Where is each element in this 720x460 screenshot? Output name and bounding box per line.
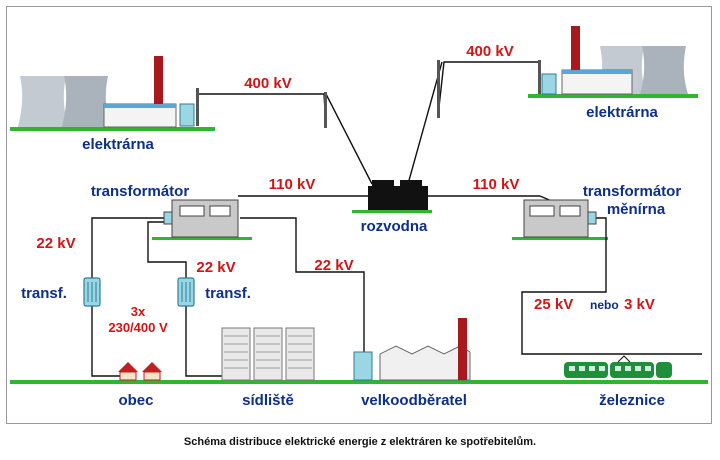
transformer-panel — [209, 205, 231, 217]
ground-transformer-right — [512, 237, 608, 240]
label-consumer: velkoodběratel — [361, 392, 467, 409]
plant-roof — [104, 104, 176, 108]
line-pole — [538, 60, 541, 94]
transformer-panel — [179, 205, 205, 217]
chimney — [571, 26, 580, 70]
voltage-rail-25: 25 kV — [534, 296, 573, 313]
line-village — [91, 306, 128, 377]
chimney — [458, 318, 467, 380]
line-22-left-top — [91, 217, 164, 278]
label-rail-or: nebo — [590, 298, 619, 312]
ground-plant-left — [10, 127, 215, 131]
plant-transformer — [541, 73, 557, 95]
line-400-right-drop — [407, 61, 443, 185]
pylon-right — [437, 60, 440, 118]
voltage-400-right: 400 kV — [466, 43, 514, 60]
transformer-panel — [559, 205, 581, 217]
transformer-right — [523, 199, 597, 238]
substation-unit — [372, 180, 394, 188]
cooling-tower — [62, 76, 110, 127]
transformer-left — [163, 199, 239, 238]
voltage-household-1: 3x — [131, 304, 146, 319]
label-transf-mid: transf. — [205, 285, 251, 302]
label-converter: měnírna — [607, 201, 666, 218]
label-plant-right: elektrárna — [586, 104, 658, 121]
small-transformer-mid — [177, 277, 195, 307]
line-housing — [185, 306, 222, 377]
label-village: obec — [118, 392, 153, 409]
cooling-tower — [18, 76, 68, 127]
voltage-22-left: 22 kV — [36, 235, 75, 252]
line-railway — [521, 217, 702, 355]
housing-estate — [221, 327, 315, 381]
voltage-rail-3: 3 kV — [624, 296, 655, 313]
line-400-right — [437, 61, 540, 117]
ground-bottom — [10, 380, 708, 384]
diagram-caption: Schéma distribuce elektrické energie z e… — [183, 436, 537, 448]
train — [564, 355, 672, 378]
cooling-tower — [640, 46, 688, 94]
voltage-110-right: 110 kV — [473, 176, 520, 193]
label-plant-left: elektrárna — [82, 136, 154, 153]
chimney — [154, 56, 163, 104]
substation-unit — [400, 180, 422, 188]
ground-substation — [352, 210, 432, 213]
power-plant-left — [18, 56, 199, 128]
voltage-22-consumer: 22 kV — [314, 257, 353, 274]
line-22-mid-top — [147, 221, 187, 280]
line-pole — [196, 88, 199, 126]
factory — [353, 318, 471, 381]
village-houses — [118, 362, 162, 381]
label-transf-left: transf. — [21, 285, 67, 302]
voltage-22-mid: 22 kV — [196, 259, 235, 276]
voltage-400-left: 400 kV — [244, 75, 292, 92]
label-substation: rozvodna — [361, 218, 428, 235]
line-400-left — [198, 93, 327, 128]
transformer-bushing — [163, 211, 173, 225]
transformer-bushing — [587, 211, 597, 225]
substation — [368, 180, 428, 210]
transformer-panel — [529, 205, 555, 217]
power-plant-right — [538, 26, 688, 95]
voltage-household-2: 230/400 V — [108, 320, 168, 335]
label-housing: sídliště — [242, 392, 294, 409]
substation-body — [368, 186, 428, 210]
voltage-110-left: 110 kV — [269, 176, 316, 193]
label-transformer-left: transformátor — [91, 183, 190, 200]
label-transformer-right: transformátor — [583, 183, 682, 200]
line-400-left-drop — [325, 93, 373, 185]
ground-transformer-left — [152, 237, 252, 240]
label-railway: železnice — [599, 392, 665, 409]
line-22-consumer — [240, 217, 365, 356]
plant-roof — [562, 70, 632, 74]
small-transformer-left — [83, 277, 101, 307]
ground-plant-right — [528, 94, 698, 98]
plant-transformer — [179, 103, 195, 127]
pylon-left — [324, 92, 327, 128]
